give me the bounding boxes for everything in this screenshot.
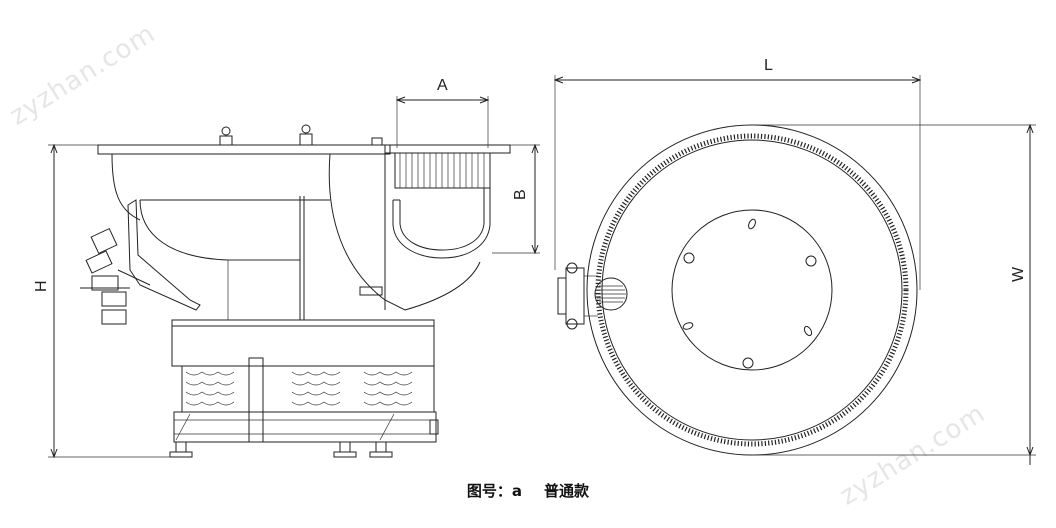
air-valve-assembly bbox=[80, 227, 151, 325]
lifting-eye-right bbox=[299, 124, 313, 146]
discharge-chute bbox=[127, 199, 201, 311]
toothed-ring bbox=[595, 133, 909, 447]
spring-clamp bbox=[248, 357, 264, 443]
side-view: H A B bbox=[33, 77, 540, 459]
side-attachment bbox=[557, 262, 598, 330]
dimension-label-L: L bbox=[764, 57, 773, 74]
figure-number-label: 图号：a bbox=[466, 482, 523, 500]
dimension-B bbox=[492, 143, 540, 255]
dimension-label-A: A bbox=[437, 77, 448, 94]
feet bbox=[169, 441, 393, 458]
bolt-holes bbox=[682, 218, 817, 369]
figure-caption: 图号：a 普通款 bbox=[0, 480, 1056, 501]
bracket bbox=[359, 286, 383, 296]
bowl-bottom-curve bbox=[139, 199, 300, 261]
vibration-springs bbox=[181, 365, 435, 413]
outlet-ribs bbox=[399, 153, 485, 188]
dimension-L bbox=[553, 75, 922, 290]
bowl-top-plate bbox=[97, 144, 391, 155]
center-column bbox=[227, 259, 301, 321]
outer-rim bbox=[586, 124, 918, 456]
dimension-A bbox=[395, 96, 490, 148]
outlet-bowl-cup bbox=[392, 188, 491, 259]
lifting-eye-left bbox=[219, 126, 233, 146]
bottom-frame bbox=[173, 411, 437, 443]
bowl-right-curve bbox=[328, 153, 481, 311]
dimension-label-H: H bbox=[33, 280, 50, 292]
dimension-W bbox=[752, 123, 1036, 465]
center-plate bbox=[671, 209, 833, 371]
top-view: L W bbox=[553, 57, 1036, 465]
bolt-top bbox=[371, 137, 383, 146]
dimension-label-B: B bbox=[512, 189, 529, 200]
motor-connector bbox=[429, 419, 439, 435]
figure-title: 普通款 bbox=[544, 482, 590, 500]
dimension-label-W: W bbox=[1010, 266, 1027, 282]
bowl-left-wall bbox=[111, 153, 141, 221]
outlet-flange bbox=[384, 144, 511, 154]
outlet-grill bbox=[594, 277, 628, 311]
outlet-ribbed-section bbox=[394, 153, 491, 189]
dimension-H bbox=[48, 143, 170, 459]
drive-base-housing bbox=[171, 319, 435, 367]
